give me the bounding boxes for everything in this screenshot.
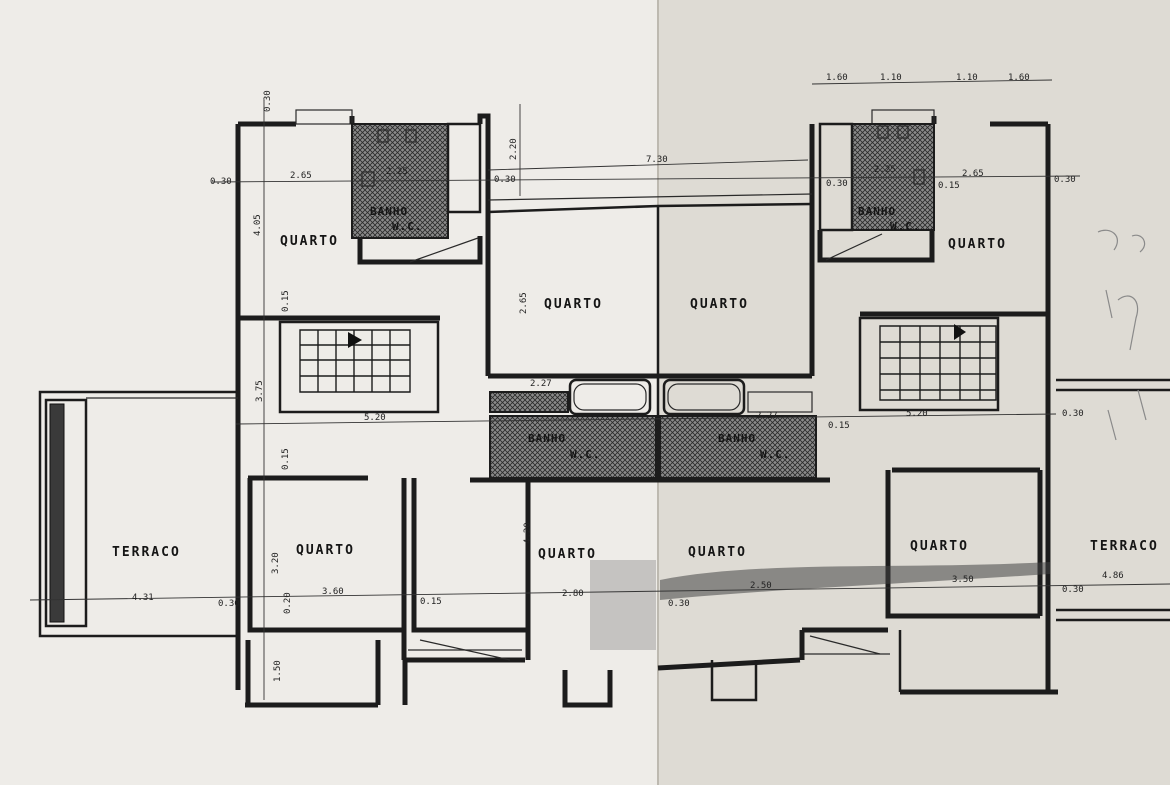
- room-label-wc-center-left: W.C.: [570, 448, 601, 461]
- dim-center-small: 0.30: [494, 175, 516, 185]
- dim-terraco-r-width: 4.86: [1102, 571, 1124, 581]
- dim-center-small-right: 0.30: [826, 179, 848, 189]
- room-label-quarto-bottom-center-left: QUARTO: [538, 547, 597, 562]
- dim-top-offset: 0.30: [263, 90, 273, 112]
- pencil-annotations: [1097, 229, 1147, 441]
- dim-terraco-l-width: 4.31: [132, 593, 154, 603]
- room-label-wc-left: W.C.: [392, 220, 423, 233]
- dim-top-total: 7.30: [646, 155, 668, 165]
- room-label-bagno-center-right: BANHO: [718, 432, 756, 445]
- dim-top-right-4: 1.60: [1008, 73, 1030, 83]
- dim-bcr-small: 0.30: [668, 599, 690, 609]
- dim-terraco-l-wall: 0.30: [218, 599, 240, 609]
- dim-top-right-1: 1.60: [826, 73, 848, 83]
- dim-center-mid-right: 2.27: [756, 411, 778, 421]
- dim-corridor-small: 0.15: [828, 421, 850, 431]
- dim-quarto-c-height: 2.65: [519, 292, 529, 314]
- room-label-quarto-top-left: QUARTO: [280, 234, 339, 249]
- room-label-terraco-right: TERRACO: [1090, 539, 1159, 554]
- dim-bagno-r-width: 2.25: [874, 165, 896, 175]
- terraco-right: [1056, 378, 1170, 622]
- dim-quarto-tl-width: 2.65: [290, 171, 312, 181]
- dim-terraco-r-wall: 0.30: [1062, 585, 1084, 595]
- dim-bl-small2: 0.15: [420, 597, 442, 607]
- room-label-quarto-bottom-left: QUARTO: [296, 543, 355, 558]
- photocopy-smudge: [660, 562, 1050, 600]
- room-label-wc-right: W.C.: [890, 220, 921, 233]
- bagno-center-left-tiles: [489, 415, 657, 479]
- room-label-bagno-right: BANHO: [858, 205, 896, 218]
- dim-bagno-l-depth: 2.20: [509, 138, 519, 160]
- room-label-quarto-bottom-right: QUARTO: [910, 539, 969, 554]
- paper-right-half: [658, 0, 1170, 785]
- room-label-quarto-top-right: QUARTO: [948, 237, 1007, 252]
- bagno-center-right-tiles: [659, 415, 817, 479]
- dim-top-right-3: 1.10: [956, 73, 978, 83]
- room-label-bagno-center-left: BANHO: [528, 432, 566, 445]
- dim-center-mid: 2.27: [530, 379, 552, 389]
- dim-right-wall: 0.30: [1054, 175, 1076, 185]
- bottom-rooms: [245, 467, 1043, 705]
- room-label-quarto-bottom-center-right: QUARTO: [688, 545, 747, 560]
- room-label-wc-center-right: W.C.: [760, 448, 791, 461]
- room-label-quarto-center-right: QUARTO: [690, 297, 749, 312]
- dim-quarto-bcr-width: 2.50: [750, 581, 772, 591]
- dim-bottom-left-height: 1.50: [273, 660, 283, 682]
- dim-quarto-br-width: 3.50: [952, 575, 974, 585]
- room-label-terraco-left: TERRACO: [112, 545, 181, 560]
- room-label-quarto-center-left: QUARTO: [544, 297, 603, 312]
- dim-stair-l-width: 5.20: [364, 413, 386, 423]
- dim-left-wall: 0.30: [210, 177, 232, 187]
- dim-top-right-2: 1.10: [880, 73, 902, 83]
- dim-stair-r-width: 5.20: [906, 409, 928, 419]
- terraco-left: [38, 390, 240, 638]
- dim-quarto-tl-height: 4.05: [253, 214, 263, 236]
- dim-bagno-r-small: 0.15: [938, 181, 960, 191]
- dim-corridor-right: 0.30: [1062, 409, 1084, 419]
- dimension-lines: [29, 79, 1170, 700]
- dim-quarto-bl-height: 3.20: [271, 552, 281, 574]
- dim-quarto-bl-small: 0.15: [281, 448, 291, 470]
- center-rooms: [470, 204, 830, 483]
- dim-bagno-l-width: 2.25: [386, 167, 408, 177]
- stairs-left: [278, 320, 440, 414]
- stairs-right: [858, 316, 1000, 412]
- dim-bl-small: 0.20: [283, 592, 293, 614]
- dim-quarto-bl-width: 3.60: [322, 587, 344, 597]
- dim-stair-left-small: 0.15: [281, 290, 291, 312]
- dim-quarto-tr-width: 2.65: [962, 169, 984, 179]
- dim-quarto-bcl-height: 4.20: [523, 522, 533, 544]
- dim-stair-height: 3.75: [255, 380, 265, 402]
- room-label-bagno-left: BANHO: [370, 205, 408, 218]
- dim-quarto-bcl-width: 2.80: [562, 589, 584, 599]
